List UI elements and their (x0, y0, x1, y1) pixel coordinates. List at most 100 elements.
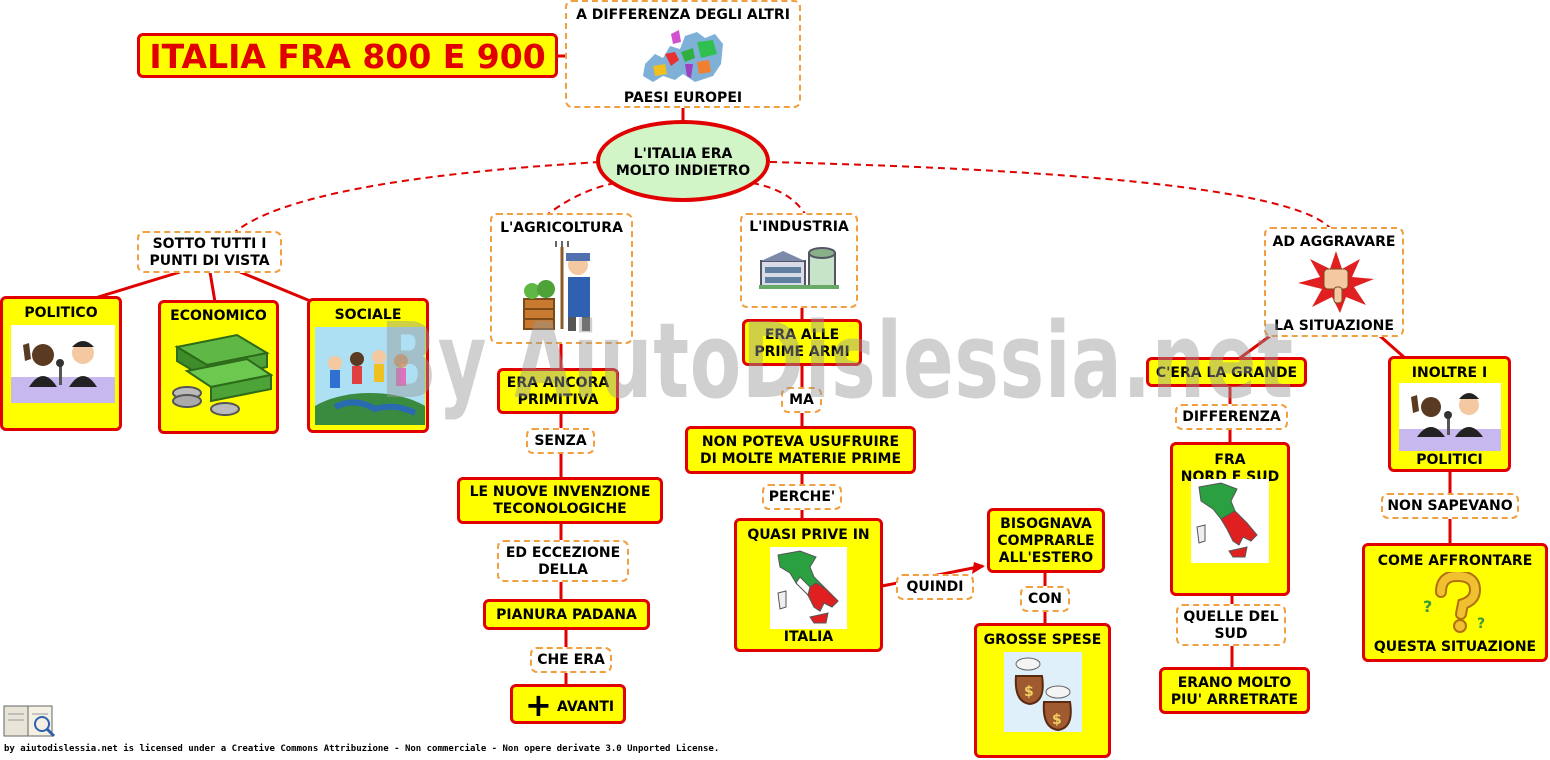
node-label: SENZA (534, 433, 587, 449)
node-label: ERANO MOLTO (1177, 675, 1292, 691)
node-politici: INOLTRE I POLITICI (1388, 356, 1511, 472)
node-label: CON (1028, 591, 1062, 607)
node-industria: L'INDUSTRIA (740, 213, 858, 308)
node-pianura-padana: PIANURA PADANA (483, 599, 650, 630)
node-label: POLITICO (24, 305, 98, 321)
node-nord-sud: FRA NORD E SUD (1170, 442, 1290, 596)
node-label: ECONOMICO (170, 308, 267, 324)
node-quindi: QUINDI (896, 574, 974, 600)
node-senza: SENZA (526, 428, 595, 454)
node-label: SOCIALE (334, 307, 402, 323)
node-ad-aggravare: AD AGGRAVARE LA SITUAZIONE (1264, 227, 1404, 337)
node-perche: PERCHE' (762, 484, 842, 510)
node-italia-indietro: L'ITALIA ERA MOLTO INDIETRO (596, 120, 770, 202)
plus-icon: + (525, 686, 552, 724)
node-che-era: CHE ERA (530, 647, 612, 673)
node-label: COME AFFRONTARE (1377, 553, 1533, 569)
node-non-poteva: NON POTEVA USUFRUIRE DI MOLTE MATERIE PR… (685, 426, 916, 474)
node-label: L'AGRICOLTURA (500, 220, 623, 236)
politicians-icon (1399, 383, 1501, 451)
node-label: SOTTO TUTTI I (152, 236, 267, 252)
node-label: ALL'ESTERO (998, 550, 1094, 566)
title-text: ITALIA FRA 800 E 900 (149, 37, 546, 76)
node-label: A DIFFERENZA DEGLI ALTRI (576, 7, 790, 23)
node-label: DI MOLTE MATERIE PRIME (699, 451, 902, 467)
node-grosse-spese: GROSSE SPESE $ $ (974, 623, 1111, 758)
node-label: PAESI EUROPEI (623, 90, 743, 106)
children-globe-icon (315, 327, 425, 425)
node-agricoltura: L'AGRICOLTURA (490, 213, 633, 344)
node-altri-paesi: A DIFFERENZA DEGLI ALTRI PAESI EUROPEI (565, 0, 801, 108)
node-label: L'ITALIA ERA (633, 146, 733, 162)
node-eccezione: ED ECCEZIONE DELLA (497, 540, 629, 582)
node-arretrate: ERANO MOLTO PIU' ARRETRATE (1159, 667, 1310, 714)
node-label: AVANTI (557, 699, 615, 715)
node-label: QUINDI (906, 579, 964, 595)
node-ma: MA (781, 387, 822, 413)
node-label: ERA ALLE (764, 327, 840, 343)
node-come-affrontare: COME AFFRONTARE ? ? QUESTA SITUAZIONE (1362, 543, 1548, 662)
node-label: MOLTO INDIETRO (615, 163, 751, 179)
node-non-sapevano: NON SAPEVANO (1381, 493, 1519, 519)
node-label: PUNTI DI VISTA (149, 253, 270, 269)
node-label: INOLTRE I (1411, 365, 1488, 381)
node-label: NON POTEVA USUFRUIRE (701, 434, 900, 450)
node-label: TECONOLOGICHE (493, 501, 627, 517)
license-footer: by aiutodislessia.net is licensed under … (4, 744, 720, 754)
node-quelle-del-sud: QUELLE DEL SUD (1176, 604, 1286, 646)
node-label: PRIME ARMI (754, 344, 850, 360)
svg-text:$: $ (1024, 684, 1034, 700)
node-label: QUELLE DEL (1183, 609, 1279, 625)
node-label: DIFFERENZA (1182, 409, 1281, 425)
node-bisognava: BISOGNAVA COMPRARLE ALL'ESTERO (987, 508, 1105, 573)
node-avanti: + AVANTI (510, 684, 626, 724)
node-label: AD AGGRAVARE (1272, 234, 1396, 250)
thumbs-down-icon (1294, 251, 1378, 313)
factory-icon (757, 239, 841, 291)
node-label: LA SITUAZIONE (1274, 318, 1394, 334)
node-label: ERA ANCORA (506, 375, 610, 391)
node-label: BISOGNAVA (1000, 516, 1092, 532)
node-label: LE NUOVE INVENZIONE (469, 484, 651, 500)
node-label: GROSSE SPESE (983, 632, 1102, 648)
node-nuove-invenzioni: LE NUOVE INVENZIONE TECONOLOGICHE (457, 477, 663, 524)
farmer-icon (520, 241, 606, 333)
node-grande: C'ERA LA GRANDE (1146, 357, 1307, 387)
node-label: ITALIA (783, 629, 834, 645)
svg-text:$: $ (1052, 712, 1062, 728)
node-label: L'INDUSTRIA (749, 219, 849, 235)
europe-map-icon (635, 24, 727, 86)
node-politico: POLITICO (0, 296, 122, 431)
node-label: POLITICI (1416, 452, 1483, 468)
node-label: DELLA (538, 562, 588, 578)
node-label: PRIMITIVA (517, 392, 599, 408)
node-label: MA (789, 392, 814, 408)
node-label: QUASI PRIVE IN (747, 527, 870, 543)
question-mark-icon: ? ? (1419, 572, 1495, 634)
svg-text:?: ? (1423, 597, 1432, 616)
book-logo-icon (2, 702, 58, 740)
page-title: ITALIA FRA 800 E 900 (137, 33, 558, 78)
italy-map-icon (770, 547, 847, 629)
node-label: CHE ERA (537, 652, 605, 668)
svg-text:?: ? (1477, 616, 1485, 632)
node-label: NON SAPEVANO (1387, 498, 1513, 514)
node-label: PIU' ARRETRATE (1170, 692, 1299, 708)
node-label: C'ERA LA GRANDE (1155, 365, 1298, 381)
node-economico: ECONOMICO (158, 300, 279, 434)
node-prime-armi: ERA ALLE PRIME ARMI (742, 319, 862, 366)
italy-map-icon (1191, 479, 1269, 563)
node-label: QUESTA SITUAZIONE (1373, 639, 1537, 655)
node-quasi-prive: QUASI PRIVE IN ITALIA (734, 518, 883, 652)
node-label: COMPRARLE (997, 533, 1095, 549)
node-sotto-tutti: SOTTO TUTTI I PUNTI DI VISTA (137, 231, 282, 273)
node-label: ED ECCEZIONE (505, 545, 621, 561)
node-label: SUD (1214, 626, 1248, 642)
node-differenza: DIFFERENZA (1175, 404, 1288, 430)
politicians-icon (11, 325, 115, 403)
node-sociale: SOCIALE (307, 298, 429, 433)
money-bags-icon: $ $ (1004, 652, 1082, 732)
node-con: CON (1020, 586, 1070, 612)
money-stack-icon (167, 327, 273, 419)
node-label: PIANURA PADANA (496, 607, 637, 623)
